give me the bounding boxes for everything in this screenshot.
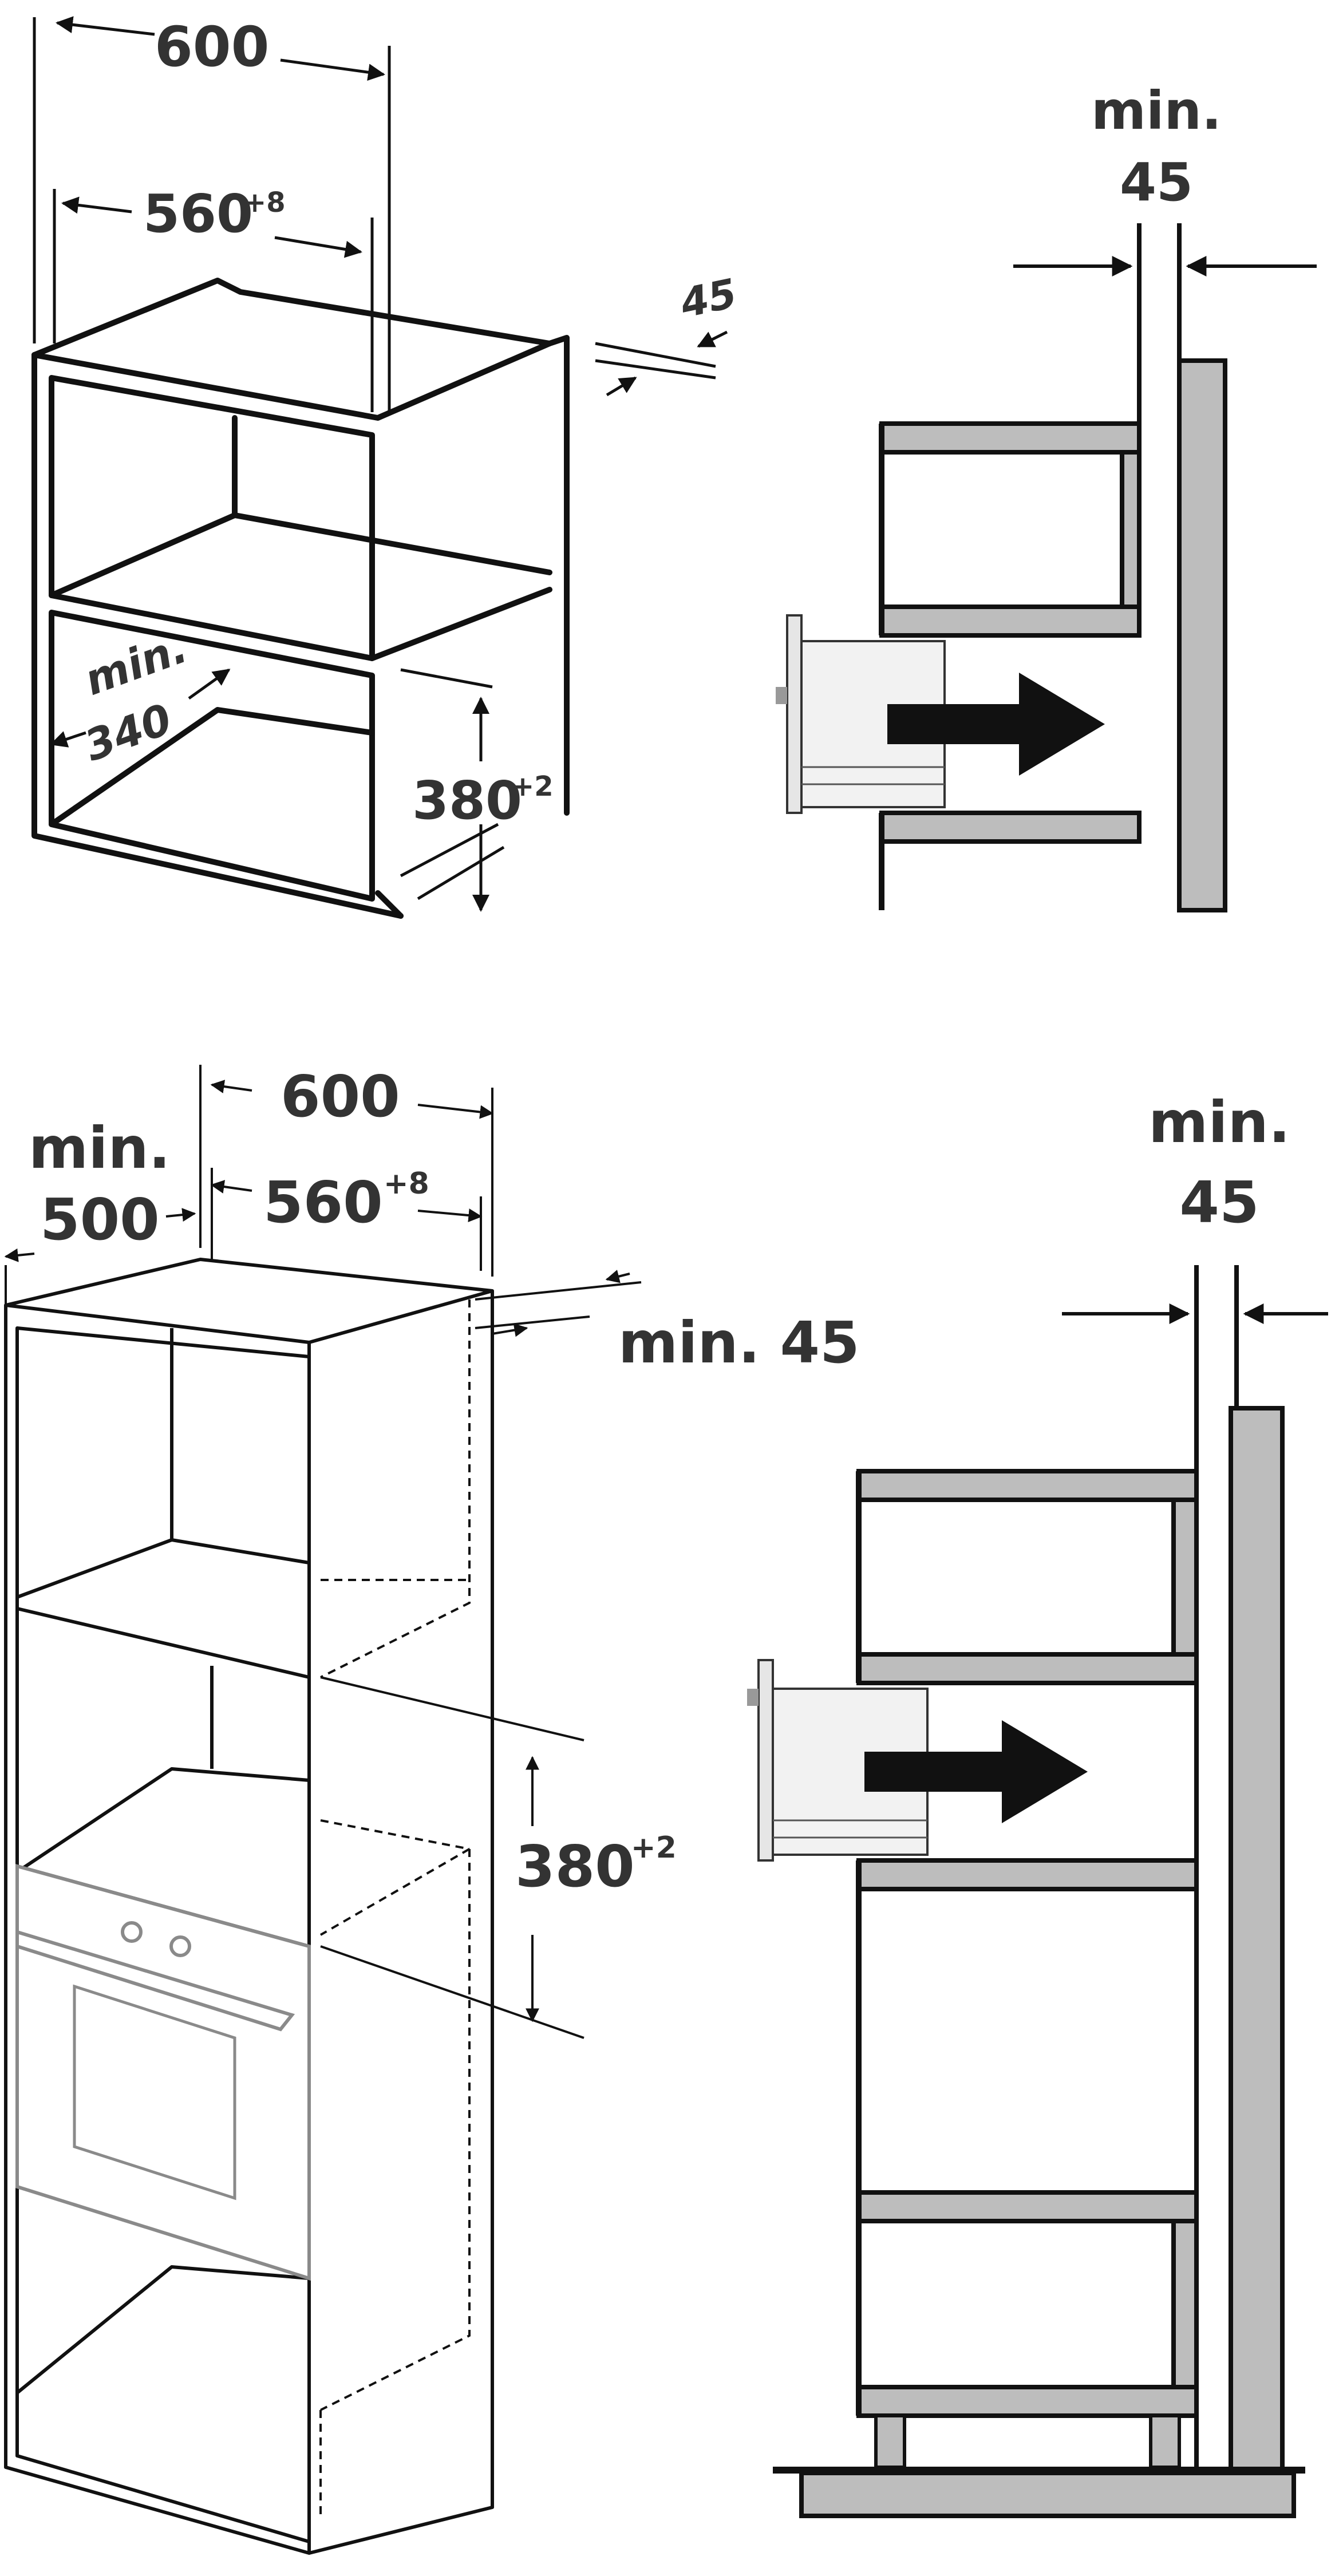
width-inner-tolerance: +8 — [243, 187, 286, 219]
width-inner-tolerance: +8 — [384, 1167, 429, 1201]
third-shelf — [856, 1858, 1199, 1891]
gap-min-word: min. — [1091, 80, 1222, 141]
second-shelf — [856, 1652, 1199, 1685]
height-label: 380 — [412, 770, 522, 831]
top-right-side-section — [776, 223, 1317, 912]
bottom-right-side-section — [747, 1265, 1328, 2518]
bottom-shelf — [856, 2385, 1199, 2418]
width-inner-label: 560 — [263, 1169, 383, 1236]
width-inner-label: 560 — [143, 183, 253, 244]
height-tolerance: +2 — [511, 771, 554, 803]
back-wall-panel — [1229, 1406, 1285, 2487]
top-right-labels: min. 45 — [1091, 80, 1222, 213]
width-outer-label: 600 — [281, 1063, 400, 1130]
depth-gap-label: 45 — [676, 270, 741, 327]
gap-min-value: 45 — [1120, 152, 1193, 213]
gap-min-value: 45 — [1179, 1169, 1259, 1236]
top-shelf — [856, 1469, 1199, 1502]
height-tolerance: +2 — [631, 1831, 677, 1865]
height-label: 380 — [515, 1833, 635, 1900]
back-wall-panel — [1177, 358, 1227, 912]
bottom-left-dimension-labels: min. 500 600 560 +8 min. 45 380 +2 — [29, 1063, 860, 1900]
vent-gap-label: min. 45 — [618, 1309, 860, 1376]
insert-direction-arrow-icon — [864, 1720, 1088, 1823]
top-left-dimension-labels: 600 560 +8 45 min. 340 380 +2 — [78, 15, 741, 831]
gap-min-word: min. — [1148, 1089, 1290, 1156]
top-left-dimension-lines — [33, 16, 728, 912]
bottom-left-dashed-recess — [319, 1299, 471, 2519]
top-left-cabinet-drawing — [31, 278, 570, 919]
depth-min-value: 500 — [40, 1186, 160, 1253]
insert-direction-arrow-icon — [887, 673, 1105, 776]
upper-shelf — [879, 421, 1142, 455]
depth-min-value: 340 — [78, 694, 179, 771]
depth-min-word: min. — [78, 623, 194, 705]
width-outer-label: 600 — [155, 15, 269, 79]
middle-shelf — [879, 605, 1142, 638]
built-in-oven — [15, 1864, 311, 2281]
fourth-shelf — [856, 2190, 1199, 2223]
lower-shelf — [879, 811, 1142, 844]
plinth — [799, 2471, 1296, 2518]
depth-min-word: min. — [29, 1115, 171, 1182]
bottom-right-labels: min. 45 — [1148, 1089, 1290, 1236]
bottom-left-dimension-lines — [4, 1065, 642, 2039]
